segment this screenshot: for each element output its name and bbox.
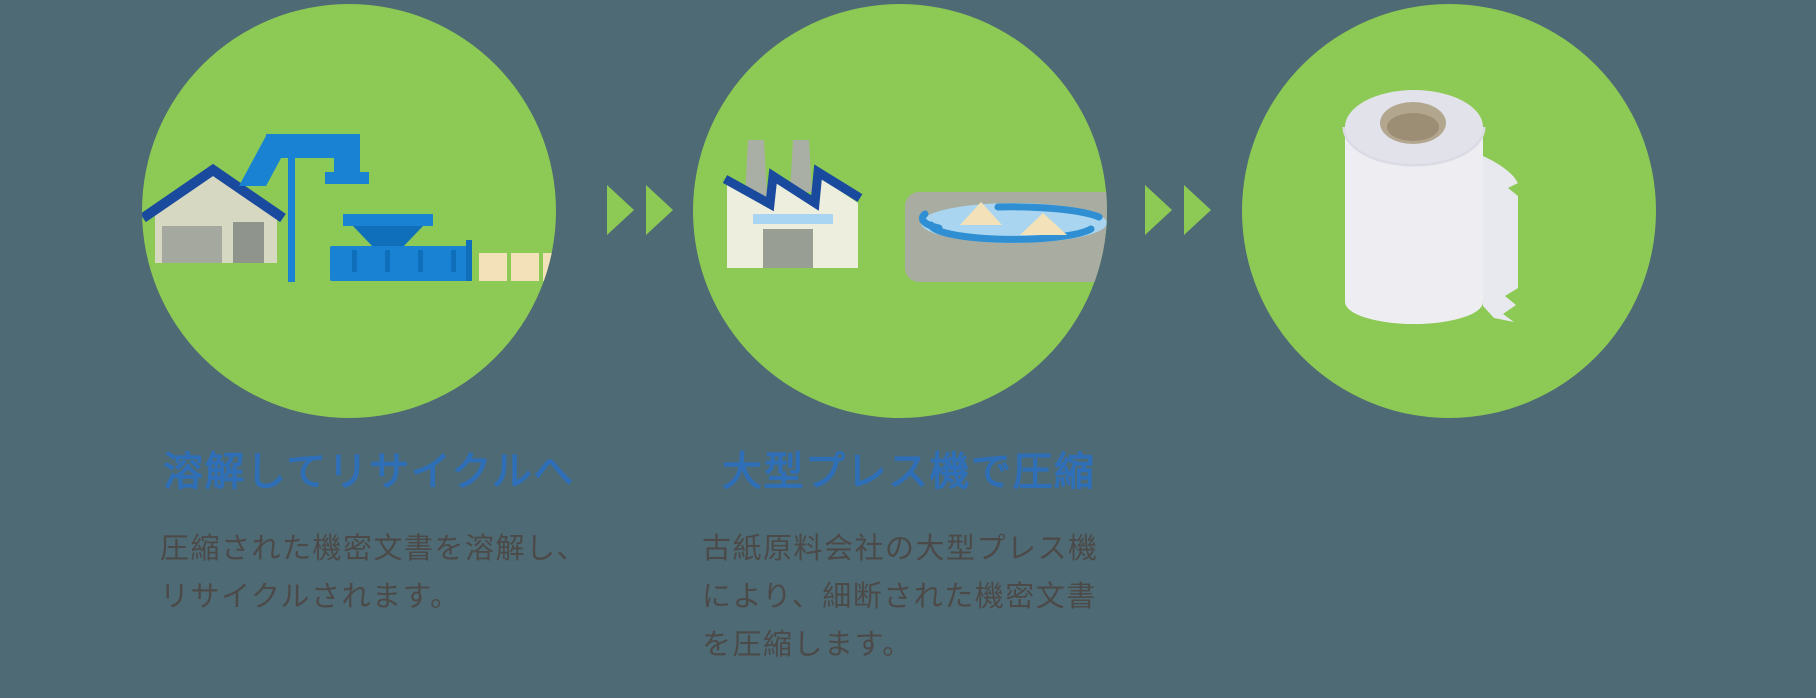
double-chevron-right-icon [607, 185, 673, 235]
step-1-description-line-2: リサイクルされます。 [160, 579, 461, 613]
press-slots [352, 240, 472, 281]
warehouse-door-right [233, 222, 264, 263]
factory-icon [722, 140, 863, 268]
factory-window-band [753, 214, 833, 224]
baling-press-icon [330, 214, 556, 281]
hopper-top [343, 214, 433, 226]
paper-bales [479, 253, 556, 281]
chevron-right-icon [1184, 185, 1211, 235]
step-2-description-line-2: により、細断された機密文書 [702, 579, 1097, 613]
chevron-right-icon [1145, 185, 1172, 235]
crane-pole [288, 156, 295, 282]
water-swirls [918, 203, 1103, 243]
factory-sawtooth-roof [722, 164, 863, 212]
warehouse-door-left [162, 226, 222, 263]
factory-and-dissolving-pool-illustration [722, 140, 1107, 282]
step-2-description: 古紙原料会社の大型プレス機 により、細断された機密文書 を圧縮します。 [702, 524, 1099, 668]
step-circle-1 [142, 4, 556, 418]
baling-press-warehouse-illustration [142, 134, 556, 282]
press-body [330, 246, 471, 281]
hanging-sheet [1483, 156, 1518, 322]
crane-beam [266, 134, 360, 158]
chevron-right-icon [646, 185, 673, 235]
roll-body [1345, 127, 1483, 324]
factory-door [763, 229, 813, 268]
step-1-description: 圧縮された機密文書を溶解し、 リサイクルされます。 [160, 524, 587, 620]
warehouse-roof [142, 163, 286, 223]
dissolving-pool-icon [905, 192, 1107, 282]
paper-pulp-triangles [960, 202, 1067, 235]
toilet-paper-roll-illustration [1342, 90, 1518, 324]
step-2-heading: 大型プレス機で圧縮 [722, 449, 1096, 495]
double-chevron-right-icon [1145, 185, 1211, 235]
crane-drop [334, 158, 360, 174]
step-circle-2 [693, 4, 1107, 418]
factory-chimneys [745, 140, 812, 196]
step-circle-3 [1242, 4, 1656, 418]
roll-core-hole [1387, 113, 1439, 141]
step-1-description-line-1: 圧縮された機密文書を溶解し、 [160, 531, 588, 565]
step-1-heading: 溶解してリサイクルへ [163, 449, 575, 495]
crane-flange [325, 172, 369, 184]
warehouse-icon [142, 163, 286, 263]
hopper-funnel [353, 226, 423, 248]
step-2-description-line-3: を圧縮します。 [702, 627, 913, 661]
crane-arm-icon [239, 134, 369, 282]
chevron-right-icon [607, 185, 634, 235]
step-2-description-line-1: 古紙原料会社の大型プレス機 [702, 531, 1099, 565]
